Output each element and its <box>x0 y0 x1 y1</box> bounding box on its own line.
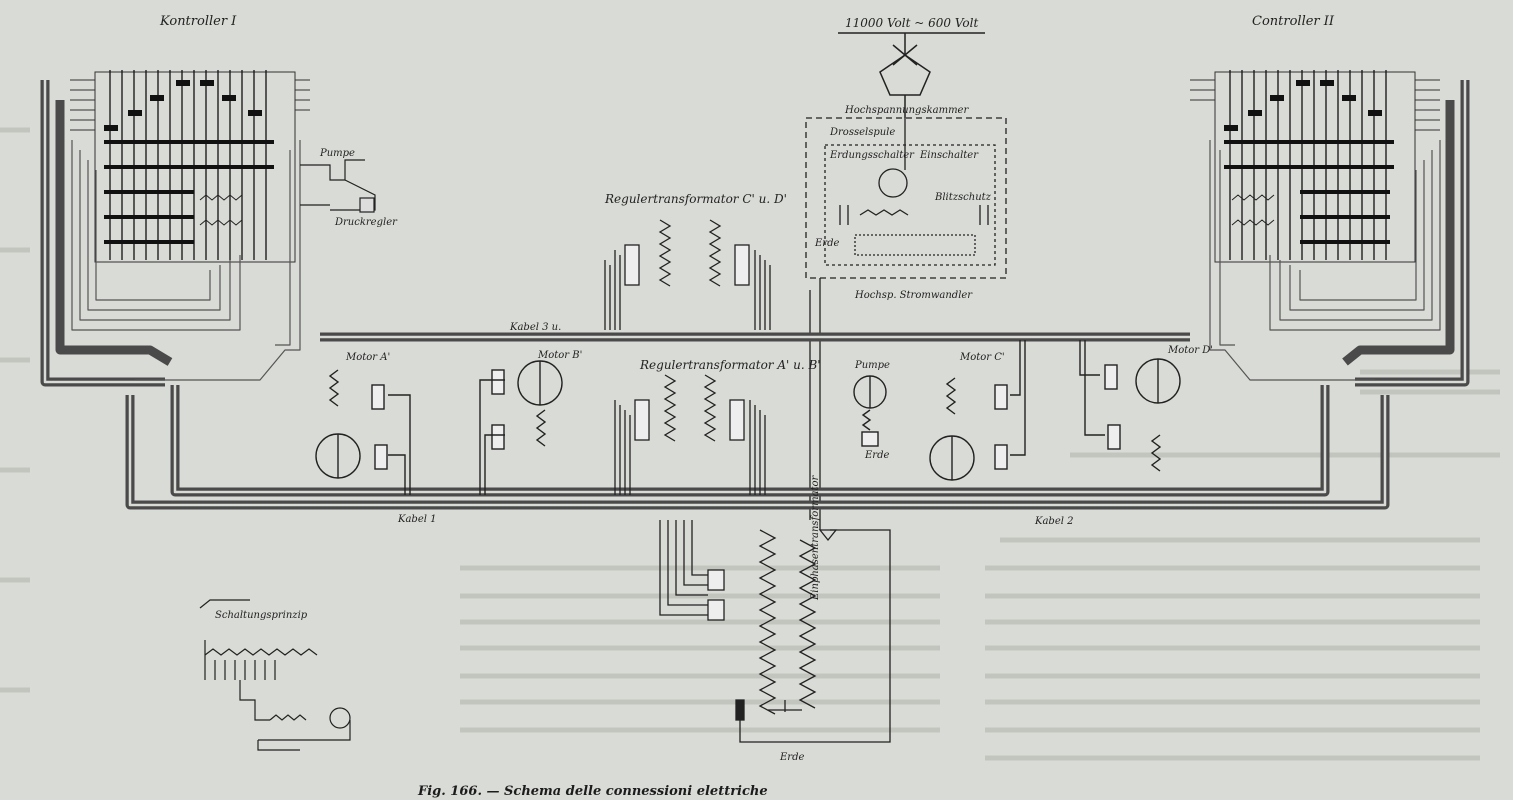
regulating-transformer-cd <box>604 219 771 330</box>
regulating-transformer-ab <box>614 374 766 495</box>
earth-label-bottom: Erde <box>780 752 805 763</box>
controller-left <box>70 70 310 263</box>
background-text-lines <box>0 127 1500 761</box>
cable-3-label: Kabel 3 u. <box>510 322 562 333</box>
hv-chamber <box>805 117 1007 530</box>
pump-pressure-regulator <box>300 159 376 213</box>
pressure-regulator-label: Druckregler <box>335 217 397 228</box>
supply-label: 11000 Volt ~ 600 Volt <box>845 16 979 30</box>
lightning-label: Blitzschutz <box>935 192 991 203</box>
sketch-meter-icon <box>329 707 351 729</box>
main-transformer <box>659 520 891 743</box>
controller-left-label: Kontroller I <box>160 14 237 29</box>
controller-right-label: Controller II <box>1252 14 1335 29</box>
motor-c-label: Motor C' <box>960 352 1005 363</box>
motors <box>315 340 1181 495</box>
switch-principle-label: Schaltungsprinzip <box>215 610 308 621</box>
cable-1-label: Kabel 1 <box>398 514 437 525</box>
pump-label-top: Pumpe <box>320 148 355 159</box>
motor-d-label: Motor D' <box>1168 345 1214 356</box>
switch-label: Einschalter <box>920 150 978 161</box>
earth-label-hv: Erde <box>815 238 840 249</box>
motor-b-label: Motor B' <box>538 350 583 361</box>
motor-a-label: Motor A' <box>346 352 391 363</box>
figure-caption: Fig. 166. — Schema delle connessioni ele… <box>418 784 768 799</box>
main-transformer-label: Einphasentransformator <box>810 475 821 600</box>
cable-2-label: Kabel 2 <box>1035 516 1074 527</box>
hv-meter-icon <box>878 168 908 198</box>
pump-label: Pumpe <box>855 360 890 371</box>
supply-line <box>838 32 985 118</box>
controller-right <box>1190 70 1440 263</box>
regulating-transformer-cd-label: Regulertransformator C' u. D' <box>605 192 787 206</box>
hv-transformer-label: Hochsp. Stromwandler <box>855 290 973 301</box>
hv-chamber-label: Hochspannungskammer <box>845 105 969 116</box>
regulating-transformer-ab-label: Regulertransformator A' u. B' <box>640 358 821 372</box>
choke-label: Drosselspule <box>830 127 896 138</box>
earth-label-pump: Erde <box>865 450 890 461</box>
switch-principle-sketch <box>199 599 351 751</box>
ground-switch-label: Erdungsschalter <box>830 150 914 161</box>
